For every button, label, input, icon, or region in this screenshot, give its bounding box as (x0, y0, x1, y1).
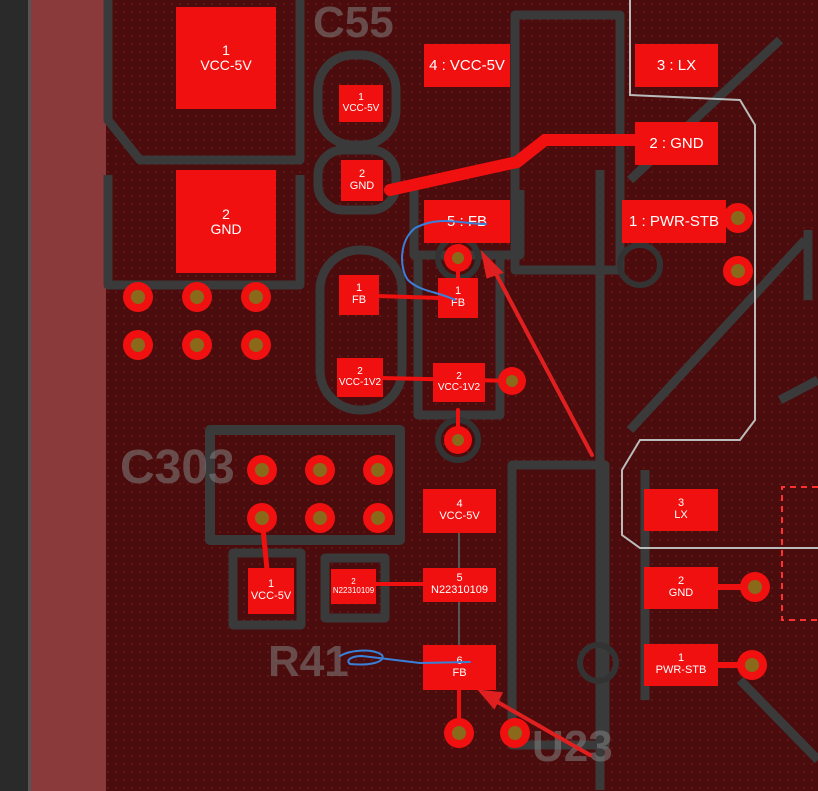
pad-net: N22310109 (332, 585, 375, 595)
pad-u-bot-3[interactable]: 3 LX (644, 489, 718, 531)
pad-number: 6 (456, 654, 463, 667)
panel-left-border (0, 0, 28, 791)
via-group (123, 203, 770, 748)
pad-number: 2 (222, 205, 230, 222)
pad-net: GND (668, 587, 694, 599)
pad-gnd-large[interactable]: 2 GND (176, 170, 276, 273)
pad-u23-5[interactable]: 5 N22310109 (423, 568, 496, 602)
pad-number: 1 (454, 285, 462, 298)
refdes-c55: C55 (313, 0, 394, 47)
pad-net: GND (210, 220, 242, 237)
blue-annotation (339, 219, 487, 666)
pad-c55-1[interactable]: 1 VCC-5V (339, 85, 383, 122)
pad-net: VCC-1V2 (437, 381, 481, 393)
pad-number: 5 (456, 572, 463, 585)
pad-vcc5v-large[interactable]: 1 VCC-5V (176, 7, 276, 109)
pad-r-vcc12-2b[interactable]: 2 VCC-1V2 (433, 363, 485, 402)
pad-r-fb-1b[interactable]: 1 FB (438, 278, 478, 318)
pad-r41-1[interactable]: 1 VCC-5V (248, 568, 294, 614)
pad-number: 2 (677, 575, 685, 588)
pad-number: 1 (358, 92, 364, 103)
pad-net: N22310109 (431, 584, 488, 596)
trace-gnd (384, 134, 646, 196)
trace-fb-1 (376, 294, 442, 300)
pad-number: 2 (358, 167, 366, 180)
red-arrow-annotation (477, 249, 594, 757)
pad-net: VCC-5V (200, 57, 252, 73)
pad-u23-4[interactable]: 4 VCC-5V (423, 489, 496, 533)
pad-net: VCC-5V (342, 102, 380, 114)
pad-number: 1 (267, 578, 275, 591)
pad-number: 1 (355, 282, 363, 295)
pad-u-top-4[interactable]: 4 : VCC-5V (424, 44, 510, 87)
pad-u-bot-2[interactable]: 2 GND (644, 567, 718, 609)
pad-number: 2 (456, 371, 462, 382)
board-outline (621, 0, 818, 549)
refdes-c303: C303 (120, 441, 235, 494)
pad-u-top-3[interactable]: 3 : LX (635, 44, 718, 87)
pad-net: VCC-5V (250, 590, 292, 602)
pad-u-top-1[interactable]: 1 : PWR-STB (622, 200, 726, 243)
pad-net: LX (674, 509, 688, 521)
pad-number: 2 (357, 366, 363, 377)
pad-u-bot-1[interactable]: 1 PWR-STB (644, 644, 718, 686)
pad-c55-2[interactable]: 2 GND (341, 160, 383, 201)
pad-r41-2[interactable]: 2 N22310109 (331, 569, 376, 604)
pad-number: 4 (456, 498, 463, 511)
pad-number: 2 (351, 577, 356, 587)
pad-number: 1 (222, 42, 230, 59)
pad-number: 3 (677, 497, 685, 510)
pad-number: 1 (677, 652, 685, 665)
pad-net: VCC-5V (439, 510, 480, 522)
pad-r-fb-1a[interactable]: 1 FB (339, 275, 379, 315)
pad-u23-6[interactable]: 6 FB (423, 645, 496, 690)
pad-r-vcc12-2a[interactable]: 2 VCC-1V2 (337, 358, 383, 397)
pad-net: GND (349, 179, 375, 192)
pad-net: FB (450, 297, 466, 309)
pad-net: VCC-1V2 (338, 376, 382, 388)
panel-left-divider (28, 0, 31, 791)
pad-net: FB (351, 294, 367, 306)
pad-net: FB (452, 666, 467, 679)
pad-u-top-2[interactable]: 2 : GND (635, 122, 718, 165)
refdes-r41: R41 (268, 637, 349, 686)
pad-net: PWR-STB (655, 664, 707, 676)
